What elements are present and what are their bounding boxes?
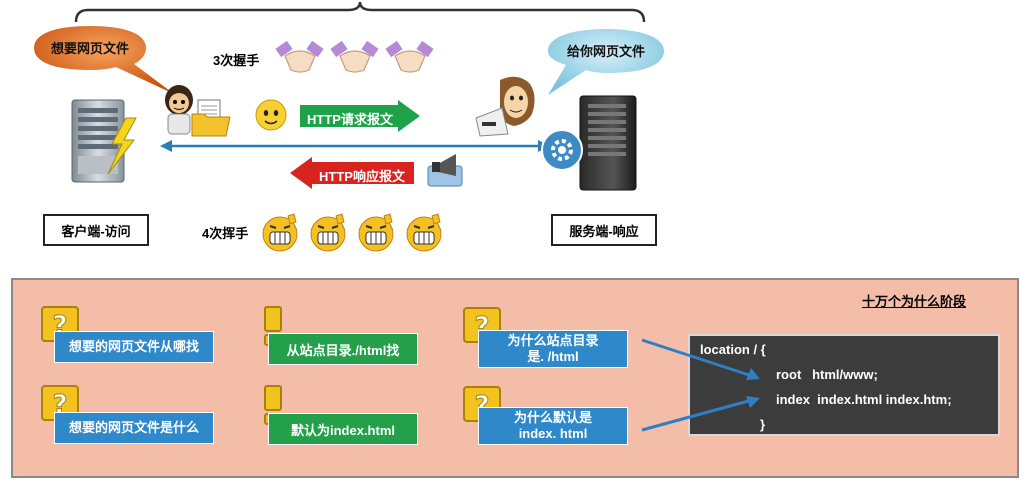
- why-site-dir-line2: 是. /html: [527, 349, 579, 364]
- wave-face-icon: [358, 213, 394, 252]
- why-default-line2: index. html: [518, 426, 588, 441]
- handshake-icon: [275, 40, 324, 73]
- wave-face-icon: [406, 213, 442, 252]
- want-file-bubble: 想要网页文件: [34, 26, 174, 94]
- http-response-arrow: HTTP响应报文: [290, 157, 414, 189]
- client-character-icon: [165, 85, 193, 135]
- client-server-icon: [71, 99, 137, 183]
- server-label: 服务端-响应: [551, 214, 657, 246]
- handshake-icon: [330, 40, 379, 73]
- code-line-close: }: [760, 417, 766, 432]
- code-line-location: location / {: [700, 342, 766, 357]
- code-line-root: root html/www;: [776, 367, 878, 382]
- answer-what-box: 默认为index.html: [268, 413, 418, 445]
- question-what-box: 想要的网页文件是什么: [54, 412, 214, 444]
- client-label: 客户端-访问: [43, 214, 149, 246]
- wave-label: 4次挥手: [202, 226, 249, 241]
- pointer-arrows: [641, 338, 760, 432]
- give-file-bubble-text: 给你网页文件: [566, 44, 645, 59]
- top-brace: [74, 1, 646, 23]
- want-file-bubble-text: 想要网页文件: [50, 41, 129, 56]
- server-tower-icon: [541, 95, 637, 191]
- connection-arrow: [160, 140, 550, 152]
- why-site-dir-line1: 为什么站点目录: [507, 333, 599, 348]
- why-panel-title: 十万个为什么阶段: [862, 294, 967, 309]
- smiley-face-icon: [255, 99, 287, 131]
- megaphone-icon: [427, 154, 463, 187]
- nginx-config-block: location / { root html/www; index index.…: [688, 334, 1000, 436]
- http-response-label: HTTP响应报文: [319, 169, 405, 184]
- handshake-label: 3次握手: [213, 53, 260, 68]
- why-site-dir-box: 为什么站点目录 是. /html: [478, 330, 628, 368]
- wave-face-icon: [262, 213, 298, 252]
- question-where-box: 想要的网页文件从哪找: [54, 331, 214, 363]
- why-default-box: 为什么默认是 index. html: [478, 407, 628, 445]
- folder-icon: [191, 99, 231, 137]
- http-request-label: HTTP请求报文: [307, 112, 393, 127]
- code-line-index: index index.html index.htm;: [776, 392, 952, 407]
- answer-where-box: 从站点目录./html找: [268, 333, 418, 365]
- handshake-icon: [385, 40, 434, 73]
- http-request-arrow: HTTP请求报文: [300, 100, 420, 132]
- wave-face-icon: [310, 213, 346, 252]
- give-file-bubble: 给你网页文件: [548, 29, 664, 95]
- server-character-icon: [475, 76, 535, 137]
- why-default-line1: 为什么默认是: [513, 410, 592, 425]
